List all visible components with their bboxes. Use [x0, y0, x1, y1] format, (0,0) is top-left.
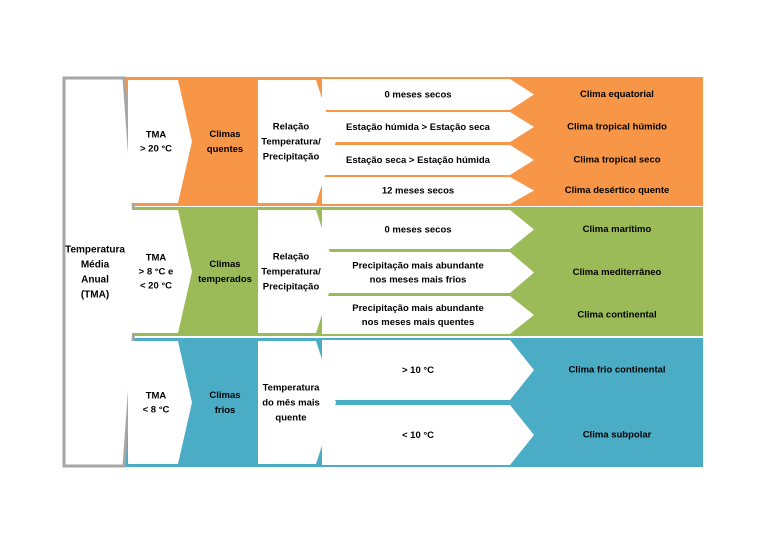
class-label-temperate-line: Climas [209, 259, 240, 270]
condition-label-temperate-1-line: Precipitação mais abundante [352, 260, 483, 271]
criterion-box-cold [258, 341, 336, 464]
condition-label-temperate-2-line: nos meses mais quentes [362, 317, 474, 328]
condition-label-temperate-2: Precipitação mais abundante nos meses mai… [352, 303, 483, 328]
criterion-box-temperate [258, 210, 336, 333]
condition-label-hot-0-line: 0 meses secos [384, 89, 451, 100]
criterion-label-cold-line: Temperatura [263, 382, 321, 393]
criterion-label-hot-line: Relação [273, 121, 310, 132]
tma-box-hot [128, 80, 192, 203]
criterion-label-temperate-line: Temperatura/ [261, 266, 321, 277]
condition-arrow-hot-0 [322, 79, 534, 110]
criterion-label-hot-line: Temperatura/ [261, 136, 321, 147]
condition-label-hot-2-line: Estação seca > Estação húmida [346, 155, 491, 166]
tma-box-cold [128, 341, 192, 464]
criterion-label-cold: Temperatura do mês mais quente [262, 382, 320, 423]
condition-label-temperate-1: Precipitação mais abundante nos meses mai… [352, 260, 483, 285]
class-label-hot-line: quentes [207, 144, 243, 155]
criterion-label-temperate-line: Relação [273, 251, 310, 262]
result-label-cold-1: Clima subpolar [583, 430, 652, 441]
tma-label-cold: TMA < 8 °C [143, 390, 170, 415]
result-label-hot-3: Clima desértico quente [565, 185, 670, 196]
root-label-line: Média [81, 259, 110, 270]
root-label-line: Temperatura [65, 244, 125, 255]
result-label-hot-2: Clima tropical seco [573, 155, 660, 166]
root-label-line: (TMA) [81, 289, 109, 300]
tma-label-cold-line: TMA [146, 390, 167, 401]
condition-arrow-temperate-0 [322, 210, 534, 249]
condition-label-hot-3: 12 meses secos [382, 185, 454, 196]
condition-label-hot-2: Estação seca > Estação húmida [346, 155, 491, 166]
tma-label-cold-line: < 8 °C [143, 404, 170, 415]
condition-arrow-temperate-2 [322, 296, 534, 334]
class-label-hot: Climas quentes [207, 129, 243, 155]
class-label-cold: Climas frios [209, 390, 240, 416]
tma-label-temperate-line: TMA [146, 252, 167, 263]
result-label-hot-0: Clima equatorial [580, 89, 654, 100]
condition-label-hot-3-line: 12 meses secos [382, 185, 454, 196]
condition-arrow-hot-3 [322, 177, 534, 204]
class-label-cold-line: frios [215, 405, 236, 416]
class-label-cold-line: Climas [209, 390, 240, 401]
root-box [62, 76, 140, 468]
criterion-label-hot-line: Precipitação [263, 151, 320, 162]
criterion-label-cold-line: quente [275, 412, 306, 423]
tma-label-hot-line: TMA [146, 129, 167, 140]
condition-label-temperate-0: 0 meses secos [384, 224, 451, 235]
condition-label-temperate-0-line: 0 meses secos [384, 224, 451, 235]
condition-label-hot-1: Estação húmida > Estação seca [346, 122, 491, 133]
condition-arrow-cold-1 [322, 405, 534, 465]
condition-arrow-temperate-1 [322, 252, 534, 293]
result-label-hot-1: Clima tropical húmido [567, 122, 667, 133]
condition-label-hot-0: 0 meses secos [384, 89, 451, 100]
tma-label-hot-line: > 20 °C [140, 143, 172, 154]
tma-box-temperate [128, 210, 192, 333]
tma-label-temperate-line: < 20 °C [140, 280, 172, 291]
criterion-label-cold-line: do mês mais [262, 397, 320, 408]
condition-label-temperate-2-line: Precipitação mais abundante [352, 303, 483, 314]
tma-label-hot: TMA > 20 °C [140, 129, 172, 154]
condition-arrow-cold-0 [322, 340, 534, 400]
class-label-temperate-line: temperados [198, 274, 252, 285]
condition-label-cold-1-line: < 10 °C [402, 430, 434, 441]
condition-label-cold-0: > 10 °C [402, 365, 434, 376]
result-label-cold-0: Clima frio continental [568, 365, 665, 376]
tma-label-temperate: TMA > 8 °C e < 20 °C [139, 252, 174, 291]
root-label-line: Anual [81, 274, 109, 285]
condition-label-cold-0-line: > 10 °C [402, 365, 434, 376]
result-label-temperate-2: Clima continental [577, 310, 656, 321]
condition-arrow-hot-1 [322, 112, 534, 142]
class-label-temperate: Climas temperados [198, 259, 252, 285]
condition-arrow-hot-2 [322, 145, 534, 175]
criterion-box-hot [258, 80, 336, 203]
tma-label-temperate-line: > 8 °C e [139, 266, 174, 277]
criterion-label-temperate-line: Precipitação [263, 281, 320, 292]
class-label-hot-line: Climas [209, 129, 240, 140]
result-label-temperate-0: Clima marítimo [583, 224, 652, 235]
condition-label-cold-1: < 10 °C [402, 430, 434, 441]
condition-label-temperate-1-line: nos meses mais frios [370, 274, 467, 285]
condition-label-hot-1-line: Estação húmida > Estação seca [346, 122, 491, 133]
result-label-temperate-1: Clima mediterrâneo [573, 267, 662, 278]
